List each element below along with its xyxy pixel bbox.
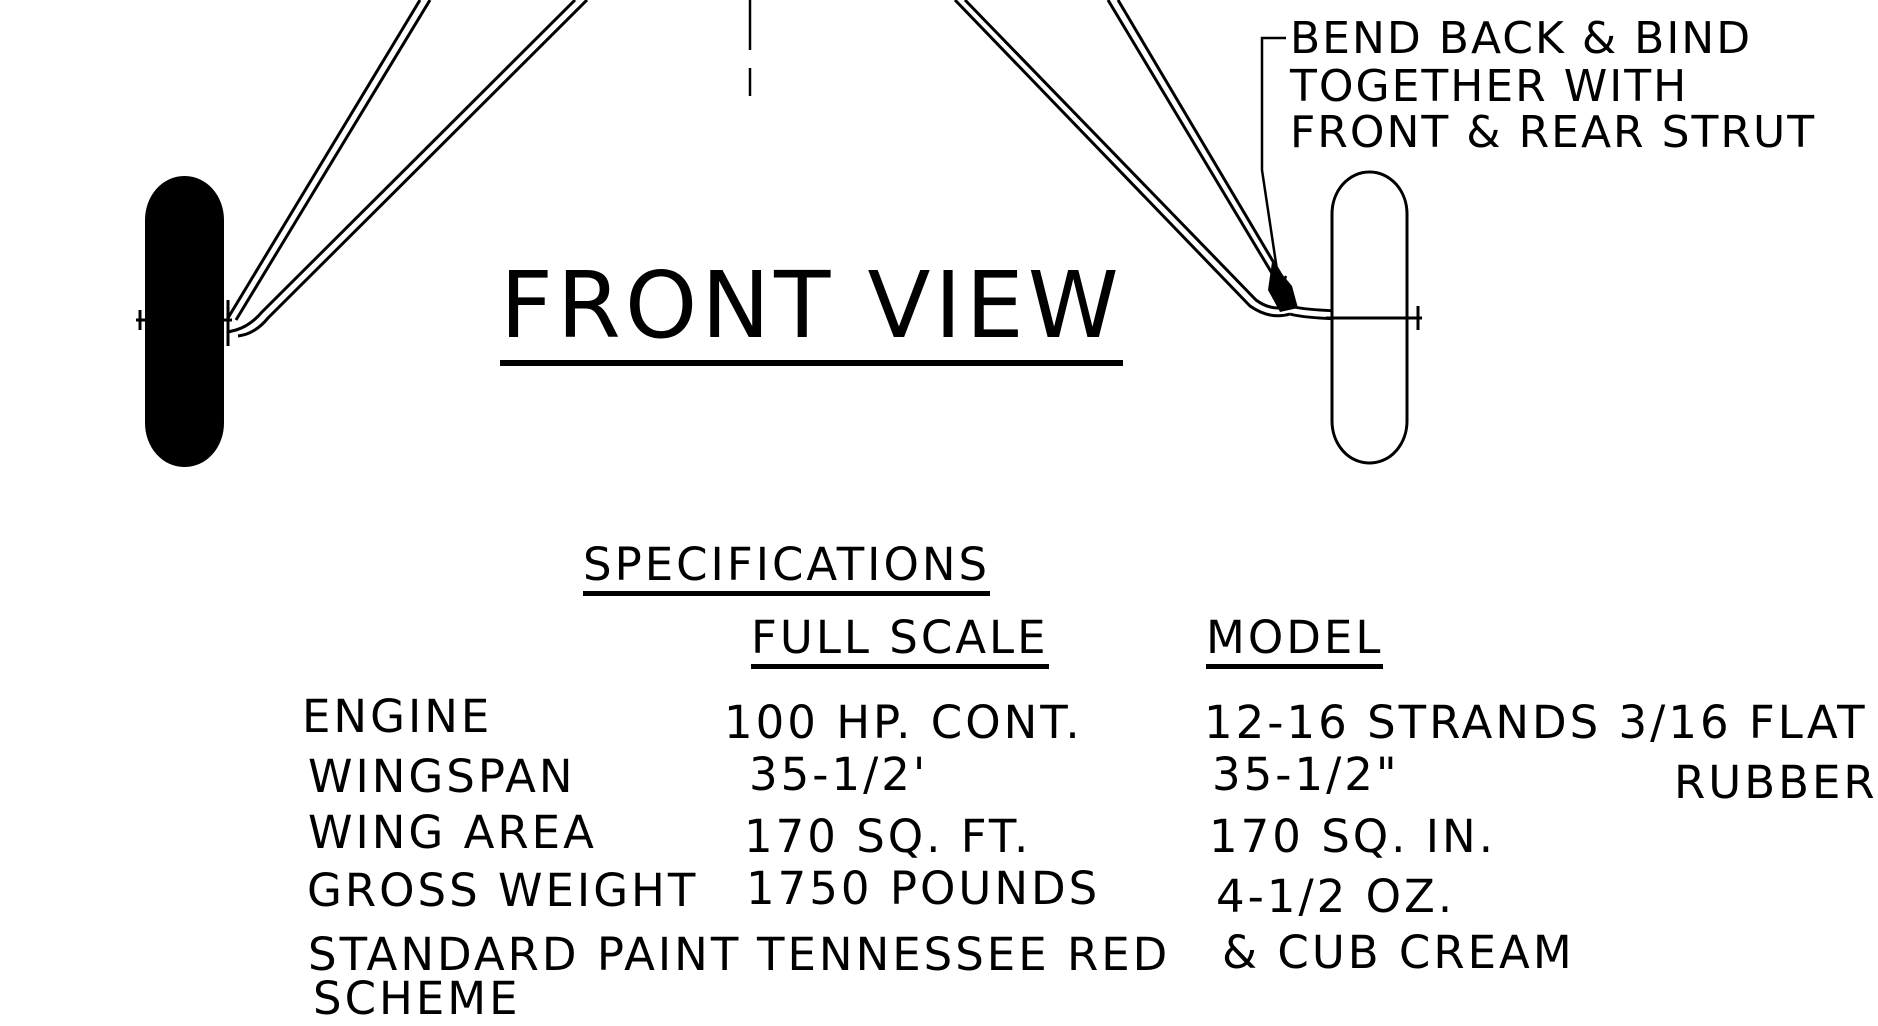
- spec-full-scale-value: TENNESSEE RED: [757, 928, 1171, 981]
- spec-full-scale-value: 170 SQ. FT.: [744, 810, 1032, 863]
- callout-line-3: FRONT & REAR STRUT: [1290, 107, 1817, 158]
- callout-line-2: TOGETHER WITH: [1290, 61, 1689, 112]
- spec-label: ENGINE: [302, 690, 493, 743]
- specifications-heading: SPECIFICATIONS: [583, 542, 991, 596]
- right-wheel: [1326, 170, 1422, 465]
- spec-full-scale-value: 1750 POUNDS: [746, 862, 1101, 915]
- callout-leader: [1260, 36, 1288, 295]
- spec-label: WINGSPAN: [308, 750, 576, 803]
- spec-model-value: & CUB CREAM: [1222, 926, 1575, 979]
- spec-model-value: 35-1/2": [1212, 748, 1400, 801]
- spec-model-value: 4-1/2 OZ.: [1216, 870, 1456, 923]
- left-wheel: [136, 176, 232, 467]
- spec-label: STANDARD PAINT: [308, 928, 742, 981]
- spec-full-scale-value: 35-1/2': [749, 748, 929, 801]
- spec-model-value-continuation: RUBBER: [1674, 756, 1878, 809]
- callout-line-1: BEND BACK & BIND: [1290, 13, 1753, 64]
- spec-label-continuation: SCHEME: [313, 972, 521, 1025]
- spec-model-value: 170 SQ. IN.: [1209, 810, 1497, 863]
- left-gear-strut: [226, 0, 589, 346]
- spec-model-value: 12-16 STRANDS 3/16 FLAT: [1204, 696, 1868, 749]
- column-header-model: MODEL: [1206, 615, 1384, 669]
- front-view-drawing: [136, 0, 1422, 467]
- spec-full-scale-value: 100 HP. CONT.: [724, 696, 1083, 749]
- spec-label: GROSS WEIGHT: [307, 864, 699, 917]
- column-header-full-scale: FULL SCALE: [751, 615, 1049, 669]
- spec-label: WING AREA: [308, 806, 597, 859]
- front-view-title: FRONT VIEW: [500, 260, 1123, 366]
